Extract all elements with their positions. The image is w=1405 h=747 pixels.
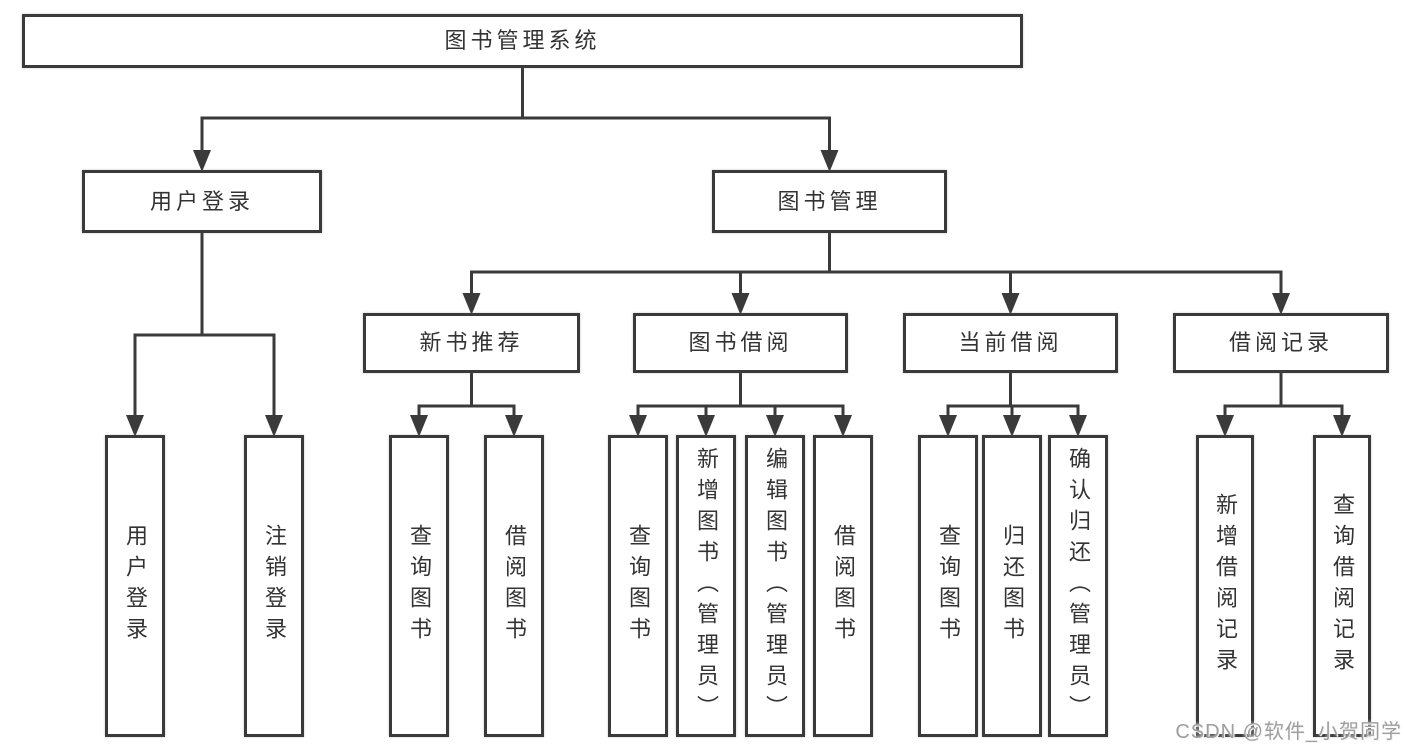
leaf-query-books-recommend: 查询图书 [389,435,449,737]
leaf-user-login: 用户登录 [105,435,165,737]
leaf-add-borrow-record: 新增借阅记录 [1196,435,1254,737]
node-label: 查询图书 [407,524,432,648]
node-label: 图书借阅 [688,330,793,355]
node-user-login: 用户登录 [82,170,322,233]
leaf-return-books: 归还图书 [982,435,1042,737]
node-borrow-records: 借阅记录 [1173,313,1389,373]
node-label: 新书推荐 [419,330,524,355]
node-label: 归还图书 [1000,524,1025,648]
leaf-edit-books-admin: 编辑图书（管理员） [745,435,805,737]
node-label: 新增图书（管理员） [694,446,719,726]
node-book-management: 图书管理 [712,170,947,233]
node-label: 图书管理 [777,188,882,214]
leaf-logout: 注销登录 [244,435,304,737]
csdn-watermark: CSDN @软件_小贺同学 [1175,721,1402,743]
node-current-borrowing: 当前借阅 [903,313,1118,373]
leaf-borrow-books: 借阅图书 [813,435,873,737]
node-label: 借阅图书 [831,524,856,648]
node-label: 查询图书 [936,524,961,648]
leaf-query-books: 查询图书 [608,435,668,737]
node-book-borrowing: 图书借阅 [633,313,848,373]
leaf-confirm-return-admin: 确认归还（管理员） [1048,435,1108,737]
node-library-management-system: 图书管理系统 [22,14,1023,68]
node-label: 注销登录 [262,524,287,648]
node-label: 当前借阅 [958,330,1063,355]
leaf-add-books-admin: 新增图书（管理员） [676,435,736,737]
node-label: 图书管理系统 [444,28,601,53]
node-label: 借阅图书 [502,524,527,648]
node-label: 编辑图书（管理员） [763,446,788,726]
node-label: 借阅记录 [1228,330,1333,355]
node-label: 用户登录 [149,188,254,214]
leaf-query-borrow-record: 查询借阅记录 [1313,435,1371,737]
node-label: 查询借阅记录 [1330,493,1355,679]
leaf-borrow-books-recommend: 借阅图书 [484,435,544,737]
node-label: 确认归还（管理员） [1066,446,1091,726]
node-new-book-recommendation: 新书推荐 [363,313,580,373]
node-label: 查询图书 [626,524,651,648]
leaf-query-books-current: 查询图书 [918,435,978,737]
node-label: 用户登录 [123,524,148,648]
node-label: 新增借阅记录 [1213,493,1238,679]
